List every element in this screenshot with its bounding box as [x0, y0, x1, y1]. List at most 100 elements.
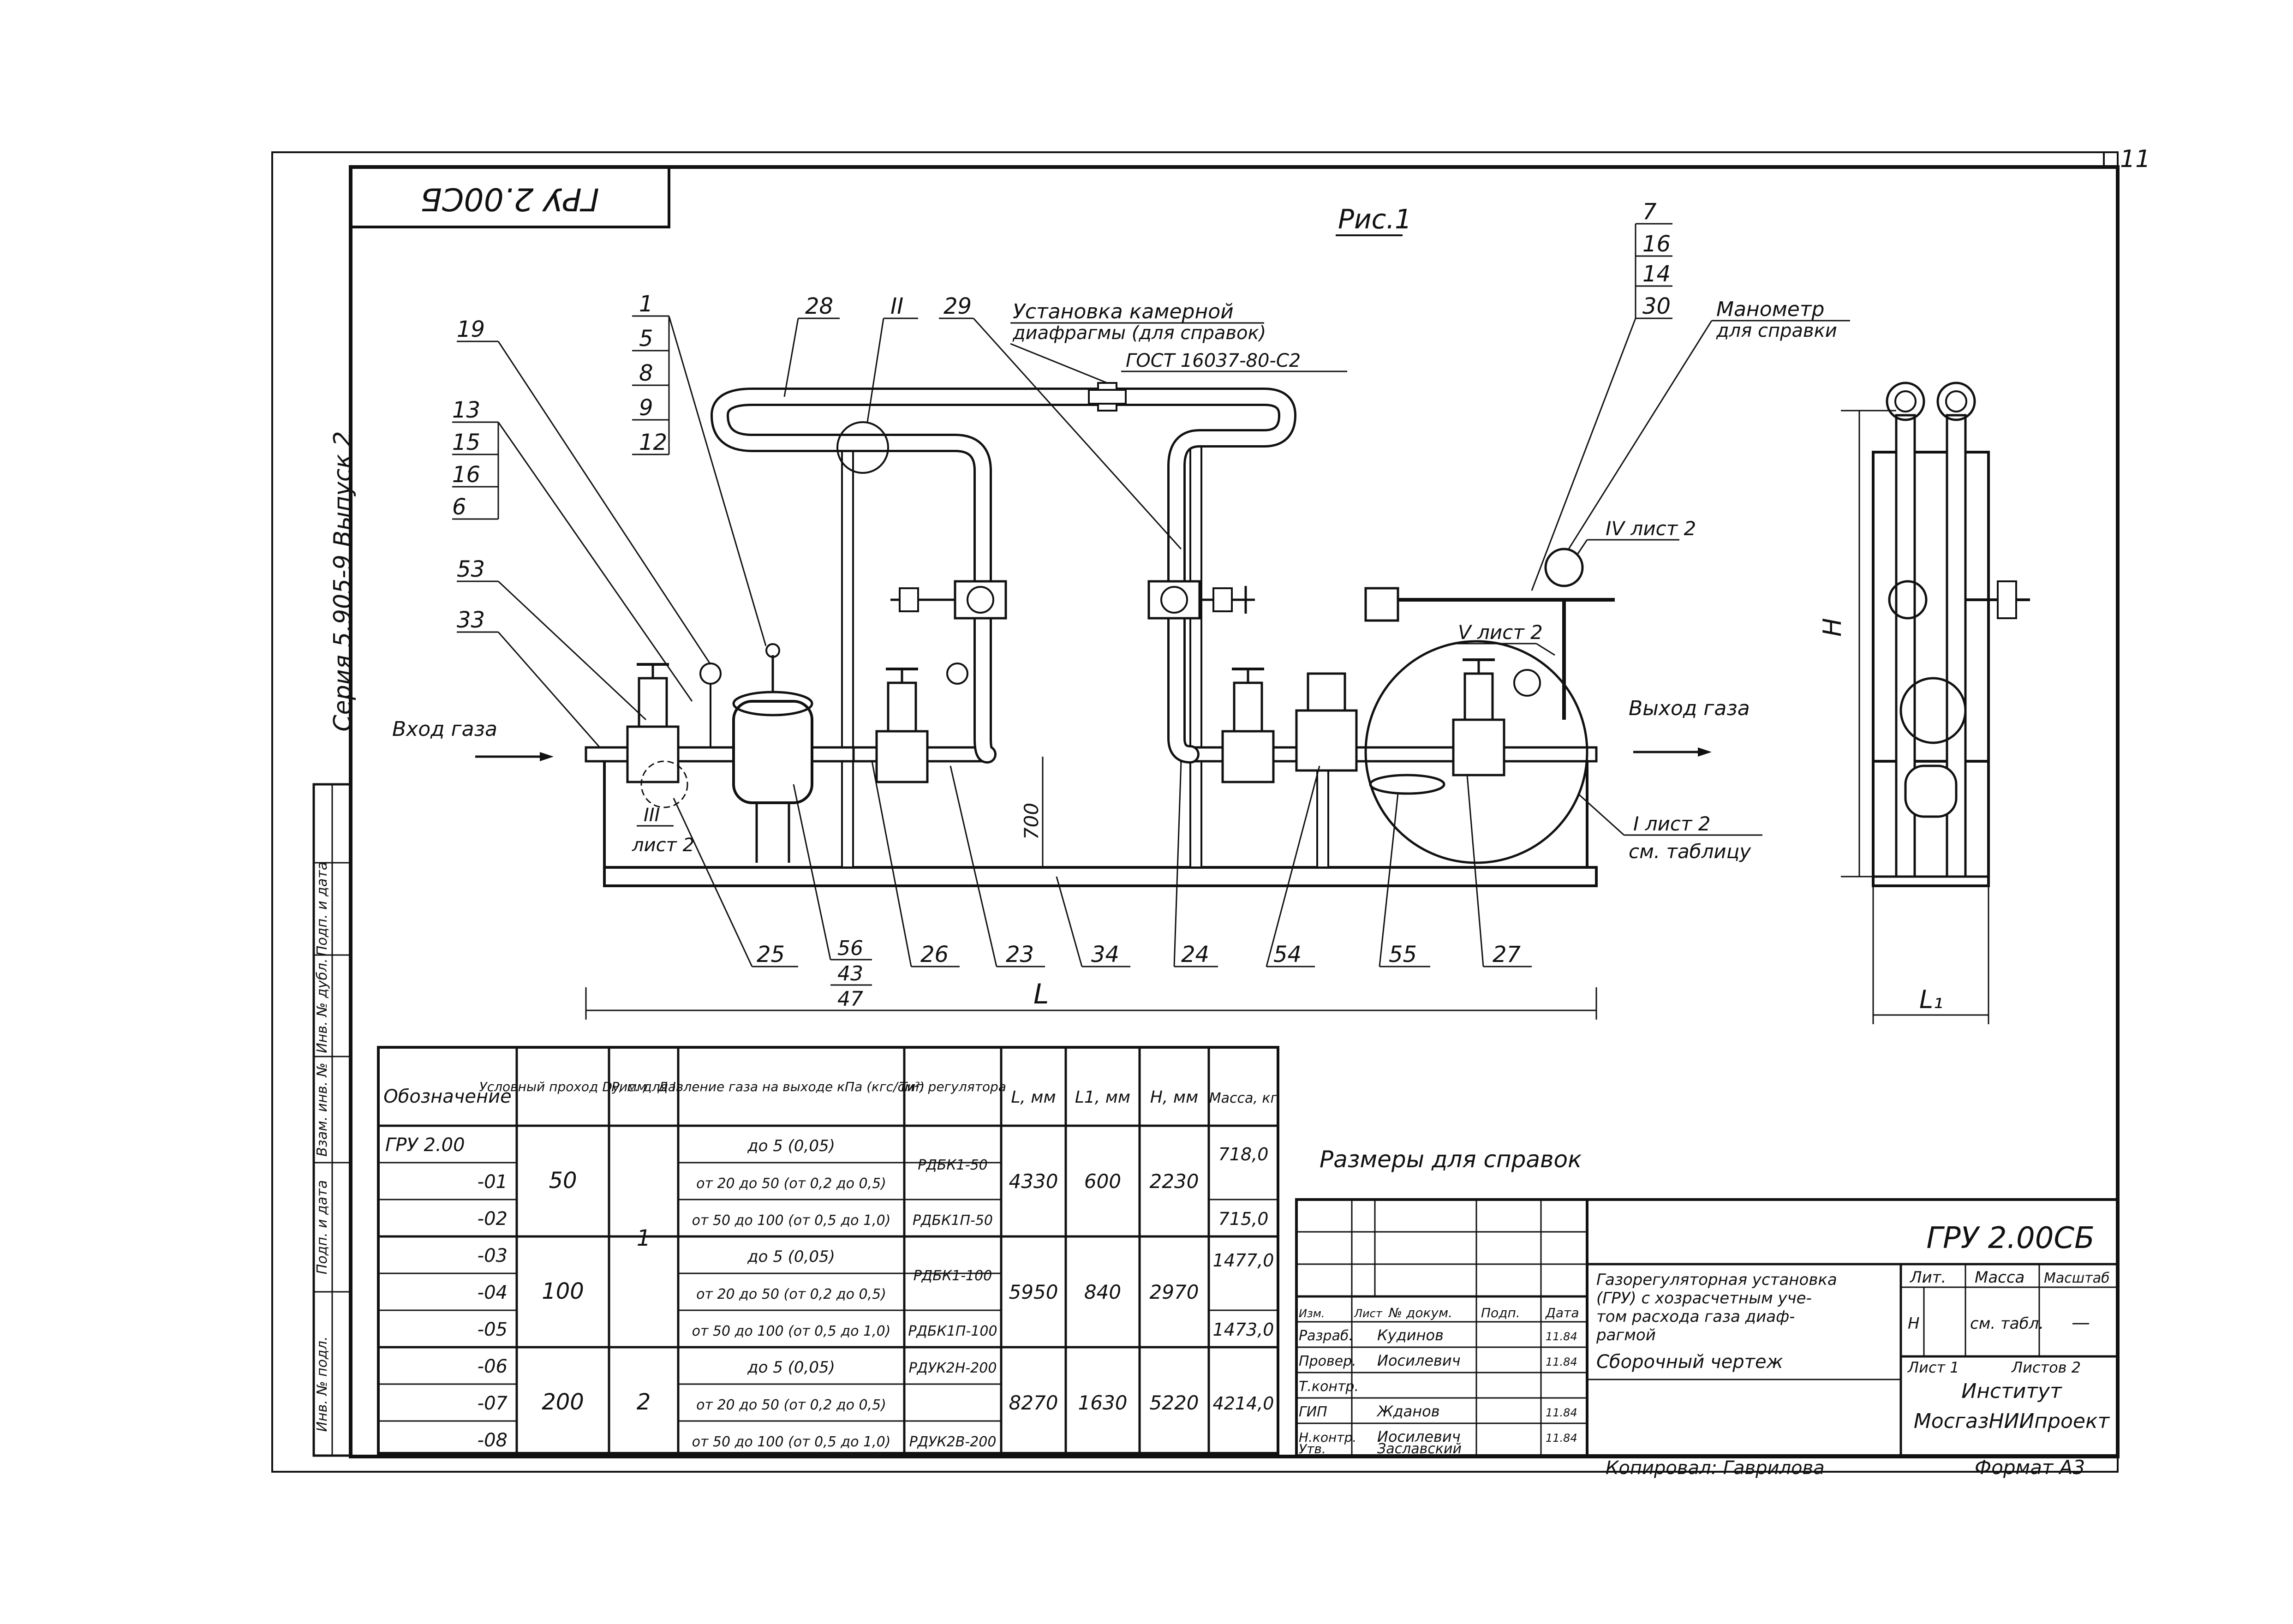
tb-role: Т.контр.	[1299, 1379, 1359, 1395]
td-designation: -06	[478, 1356, 508, 1377]
td-regulator: РДБК1П-50	[913, 1212, 993, 1229]
detail-ref-III: III	[644, 805, 660, 826]
td-mass: 718,0	[1218, 1144, 1269, 1164]
callout-9: 9	[639, 395, 653, 421]
td-H: 5220	[1150, 1391, 1199, 1414]
callout-34: 34	[1091, 942, 1119, 967]
tb-sheet: Лист 1	[1907, 1359, 1959, 1376]
tb-role: Утв.	[1299, 1441, 1326, 1457]
td-dy: 200	[542, 1389, 584, 1415]
detail-ref-IV: IV лист 2	[1606, 517, 1696, 540]
td-L1: 1630	[1078, 1391, 1128, 1414]
td-designation: -05	[478, 1319, 508, 1340]
td-mass: 715,0	[1218, 1209, 1269, 1229]
inlet-gate-valve	[626, 725, 680, 783]
td-pressure: от 20 до 50 (от 0,2 до 0,5)	[696, 1176, 886, 1192]
callout-14: 14	[1642, 261, 1671, 287]
callout-27: 27	[1493, 942, 1521, 967]
callout-16b: 16	[1642, 231, 1671, 257]
tb-col-doc: № докум.	[1388, 1305, 1452, 1320]
td-fig: 1	[637, 1225, 651, 1251]
td-dy: 50	[549, 1168, 577, 1194]
gas-filter	[732, 700, 813, 804]
base-frame	[603, 866, 1598, 887]
td-mass: 1477,0	[1213, 1250, 1274, 1271]
strip-label-4: Инв. № дубл.	[314, 958, 330, 1053]
detail-circle-I	[1364, 640, 1588, 864]
td-H: 2970	[1150, 1281, 1199, 1303]
tb-org-2: МосгазНИИпроект	[1914, 1409, 2110, 1433]
callout-19: 19	[457, 316, 485, 342]
th-designation: Обозначение	[383, 1086, 512, 1107]
td-pressure: до 5 (0,05)	[747, 1137, 835, 1155]
manometer-note-line1: Манометр	[1716, 298, 1824, 321]
callout-56: 56	[837, 937, 863, 960]
td-designation: -02	[478, 1208, 508, 1230]
tb-person: Заславский	[1377, 1441, 1462, 1457]
td-pressure: от 50 до 100 (от 0,5 до 1,0)	[692, 1434, 891, 1450]
tb-date: 11.84	[1546, 1432, 1577, 1445]
td-regulator: РДБК1-50	[918, 1157, 988, 1173]
td-pressure: от 50 до 100 (от 0,5 до 1,0)	[692, 1323, 891, 1339]
tb-person: Кудинов	[1377, 1326, 1444, 1344]
th-L: L, мм	[1011, 1088, 1056, 1107]
td-L1: 840	[1084, 1281, 1121, 1303]
support-post	[841, 442, 854, 868]
tb-name-2: (ГРУ) с хозрасчетным уче-	[1596, 1289, 1812, 1308]
tb-person: Иосилевич	[1377, 1352, 1461, 1369]
callout-24: 24	[1181, 942, 1209, 967]
strip-label-1: Инв. № подл.	[314, 1337, 330, 1432]
td-L: 4330	[1009, 1170, 1058, 1193]
tb-lit-label: Лит.	[1909, 1268, 1946, 1287]
tb-date: 11.84	[1546, 1330, 1577, 1343]
tb-col-date: Дата	[1545, 1305, 1579, 1320]
figure-label: Рис.1	[1338, 203, 1412, 235]
callouts: 19 13 15 16 6 53 33 1 5 8 9 12 28	[452, 199, 1850, 1011]
tb-col-list: Лист	[1354, 1307, 1383, 1320]
td-designation: -03	[478, 1245, 508, 1266]
td-pressure: от 20 до 50 (от 0,2 до 0,5)	[696, 1397, 886, 1413]
title-block: ГРУ 2.00СБ Газорегуляторная установка (Г…	[1295, 1198, 2119, 1457]
tb-scale-value: —	[2072, 1312, 2090, 1333]
callout-33: 33	[457, 607, 485, 633]
callout-43: 43	[837, 962, 863, 985]
tb-role: Провер.	[1299, 1353, 1356, 1369]
orifice-note-line2: диафрагмы (для справок)	[1012, 322, 1266, 344]
callout-13: 13	[452, 397, 480, 423]
callout-28: 28	[805, 293, 833, 319]
tb-date: 11.84	[1546, 1355, 1577, 1368]
th-mass: Масса, кг	[1209, 1090, 1278, 1106]
td-regulator: РДУК2Н-200	[909, 1360, 997, 1376]
mirrored-code-stamp: ГРУ 2.00СБ	[349, 166, 670, 228]
tb-org-1: Институт	[1961, 1379, 2062, 1403]
callout-8: 8	[639, 360, 653, 386]
manometer-icon	[1544, 548, 1584, 587]
callout-26: 26	[920, 942, 949, 967]
callout-23: 23	[1006, 942, 1034, 967]
tb-role: Разраб.	[1299, 1328, 1353, 1344]
callout-29: 29	[943, 293, 972, 319]
side-strip: Инв. № подл. Подп. и дата Взам. инв. № И…	[312, 783, 352, 1457]
ref-dims-title: Размеры для справок	[1320, 1146, 1582, 1173]
callout-15: 15	[452, 430, 480, 455]
tb-lit-value: Н	[1908, 1314, 1920, 1333]
callout-7: 7	[1642, 199, 1657, 225]
td-pressure: до 5 (0,05)	[747, 1358, 835, 1377]
gost-label: ГОСТ 16037-80-С2	[1126, 350, 1301, 371]
td-pressure: от 20 до 50 (от 0,2 до 0,5)	[696, 1286, 886, 1302]
callout-30: 30	[1642, 293, 1671, 319]
tb-name-3: том расхода газа диаф-	[1596, 1308, 1795, 1326]
detail-ref-I-table: см. таблицу	[1629, 840, 1751, 863]
td-fig: 2	[637, 1389, 651, 1415]
tb-date: 11.84	[1546, 1406, 1577, 1419]
gate-valve-2	[875, 730, 929, 783]
detail-circle-III	[640, 760, 688, 808]
callout-55: 55	[1389, 942, 1417, 967]
tb-sheets: Листов 2	[2011, 1359, 2081, 1376]
strip-label-2: Подп. и дата	[314, 1180, 330, 1274]
td-designation: -08	[478, 1430, 508, 1451]
dim-L1: L₁	[1919, 985, 1943, 1014]
tb-person: Иосилевич	[1377, 1428, 1461, 1445]
th-H: H, мм	[1150, 1088, 1198, 1107]
